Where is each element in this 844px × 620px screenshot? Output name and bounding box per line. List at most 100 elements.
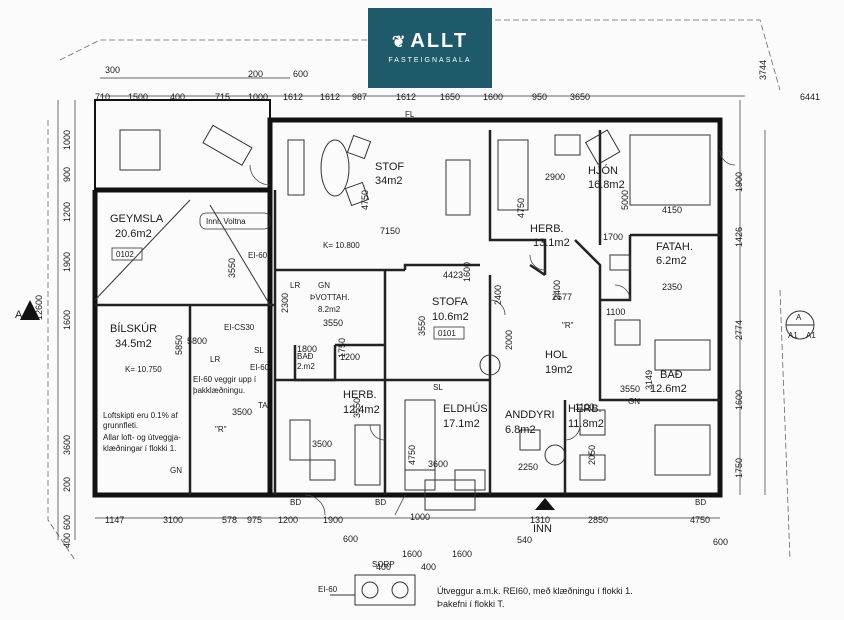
label-sorp: SORP	[372, 560, 395, 569]
dim-top-2-9: 1650	[440, 92, 460, 102]
dim-bottom-1-4: 1200	[278, 515, 298, 525]
section-marker-right: A	[796, 313, 802, 322]
dim-interior-1: 7150	[380, 226, 400, 236]
dim-left-5: 3600	[62, 435, 72, 455]
dim-interior-9: 2300	[280, 293, 290, 313]
dim-right-inner-2: 2774	[734, 320, 744, 340]
room-area-eldhus: 17.1m2	[443, 418, 480, 430]
label-lr-1: LR	[290, 281, 300, 290]
label-bd-3: BD	[695, 498, 706, 507]
dim-interior-20: 3500	[232, 407, 252, 417]
dim-top-2-11: 950	[532, 92, 547, 102]
dim-bottom-1-0: 1147	[105, 515, 124, 525]
label-innl-voltna: Innl. Voltna	[206, 217, 246, 226]
dim-bottom-1-3: 975	[247, 515, 262, 525]
dim-top-2-7: 987	[352, 92, 367, 102]
dim-top-2-12: 3650	[570, 92, 590, 102]
dim-interior-25: 1200	[340, 352, 360, 362]
dim-left-1: 900	[62, 167, 72, 182]
room-name-herb-top: HERB.	[530, 223, 564, 235]
label-inn: INN	[533, 523, 552, 535]
vent-note-3: Allar loft- og útveggja-	[103, 433, 181, 442]
vent-note-4: klæðningar í flokki 1.	[103, 444, 176, 453]
garage-note-2: þakklæðningu.	[193, 386, 245, 395]
room-name-thvottah: ÞVOTTAH.	[310, 293, 349, 302]
dim-interior-17: 1100	[606, 307, 625, 317]
section-markers: A A A1 A1	[15, 300, 816, 340]
label-fl: FL	[405, 110, 415, 119]
dim-interior-14: 2400	[493, 285, 503, 305]
dim-interior-21: 5850	[174, 335, 184, 355]
dim-left-7: 600	[62, 515, 72, 530]
dim-left-3: 1900	[62, 252, 72, 272]
dim-left-0: 1000	[62, 130, 72, 150]
dim-interior-3: 4750	[516, 198, 526, 218]
room-area-herb-mid: 12.4m2	[343, 404, 380, 416]
outer-walls	[92, 99, 723, 498]
room-name-herb-right: HERB.	[568, 403, 602, 415]
dim-bottom-1-1: 3100	[163, 515, 183, 525]
room-labels: STOF 34m2 HJÓN 16.8m2 GEYMSLA 20.6m2 HER…	[110, 161, 693, 436]
door-swings	[249, 149, 736, 516]
label-sl-2: SL	[433, 383, 443, 392]
dim-top-2-0: 710	[95, 92, 110, 102]
room-area-thvottah: 8.2m2	[318, 305, 341, 314]
dim-interior-29: 4750	[407, 445, 417, 465]
logo-brand: ALLT	[410, 30, 468, 52]
section-marker-left-icon	[20, 300, 40, 320]
dim-interior-30: 2250	[518, 462, 538, 472]
dim-interior-12: 4423	[443, 270, 463, 280]
room-area-hjon: 16.8m2	[588, 179, 625, 191]
dim-interior-34: 2400	[552, 280, 562, 300]
label-ei60-sorp: EI-60	[318, 585, 338, 594]
section-marker-left: A	[15, 309, 23, 321]
dim-right-inner-3: 1600	[734, 390, 744, 410]
dim-left-6: 200	[62, 477, 72, 492]
leaf-icon: ❦	[391, 34, 408, 51]
dim-top-2-6: 1612	[320, 92, 340, 102]
label-ei60-2: EI-60	[250, 363, 270, 372]
room-area-stofa: 10.6m2	[432, 311, 469, 323]
dim-top-2-8: 1612	[396, 92, 416, 102]
room-name-bad-small: BAÐ	[297, 352, 314, 361]
room-name-bad: BAÐ	[660, 369, 683, 381]
dim-interior-22: 5800	[187, 336, 207, 346]
site-boundary	[47, 19, 791, 561]
room-name-bilskur: BÍLSKÚR	[110, 322, 157, 335]
label-gn-2: GN	[170, 466, 182, 475]
dim-left-2: 1200	[62, 202, 72, 222]
label-sl-1: SL	[254, 346, 264, 355]
dim-interior-18: 3550	[620, 384, 640, 394]
room-name-anddyri: ANDDYRI	[505, 409, 555, 421]
bottom-note-2: Þakefni í flokki T.	[437, 599, 504, 609]
interior-walls	[95, 130, 720, 495]
room-name-stofa: STOFA	[432, 296, 469, 308]
room-name-stof: STOF	[375, 161, 404, 173]
room-area-bad: 12.6m2	[650, 383, 687, 395]
vent-note-2: grunnfleti.	[103, 421, 138, 430]
label-k-bil: K= 10.750	[125, 365, 162, 374]
sorp-enclosure	[330, 574, 416, 606]
label-bd-1: BD	[290, 498, 301, 507]
dim-right-inner-0: 1900	[734, 172, 744, 192]
dim-right-inner-4: 1750	[734, 458, 744, 478]
dim-interior-11: 3550	[417, 316, 427, 336]
label-r-1: "R"	[562, 321, 574, 330]
vent-note-1: Loftskipti eru 0.1% af	[103, 411, 178, 420]
room-name-eldhus: ELDHÚS	[443, 402, 488, 415]
dim-bottom-2-1: 540	[517, 535, 532, 545]
dim-top-2-2: 400	[170, 92, 185, 102]
dim-bottom-1-5: 1900	[323, 515, 343, 525]
dim-top-2-4: 1000	[248, 92, 268, 102]
dim-interior-31: 1100	[575, 402, 594, 412]
dim-top-1-1: 200	[248, 69, 263, 79]
logo-tagline: FASTEIGNASALA	[388, 57, 472, 64]
dim-right-inner-1: 1426	[734, 227, 744, 247]
dim-bottom-1-2: 578	[222, 515, 237, 525]
dim-interior-10: 3550	[323, 318, 343, 328]
dim-interior-16: 2000	[504, 330, 514, 350]
dim-interior-6: 1700	[603, 232, 623, 242]
dim-interior-28: 3600	[428, 459, 448, 469]
room-area-fatah: 6.2m2	[656, 255, 687, 267]
